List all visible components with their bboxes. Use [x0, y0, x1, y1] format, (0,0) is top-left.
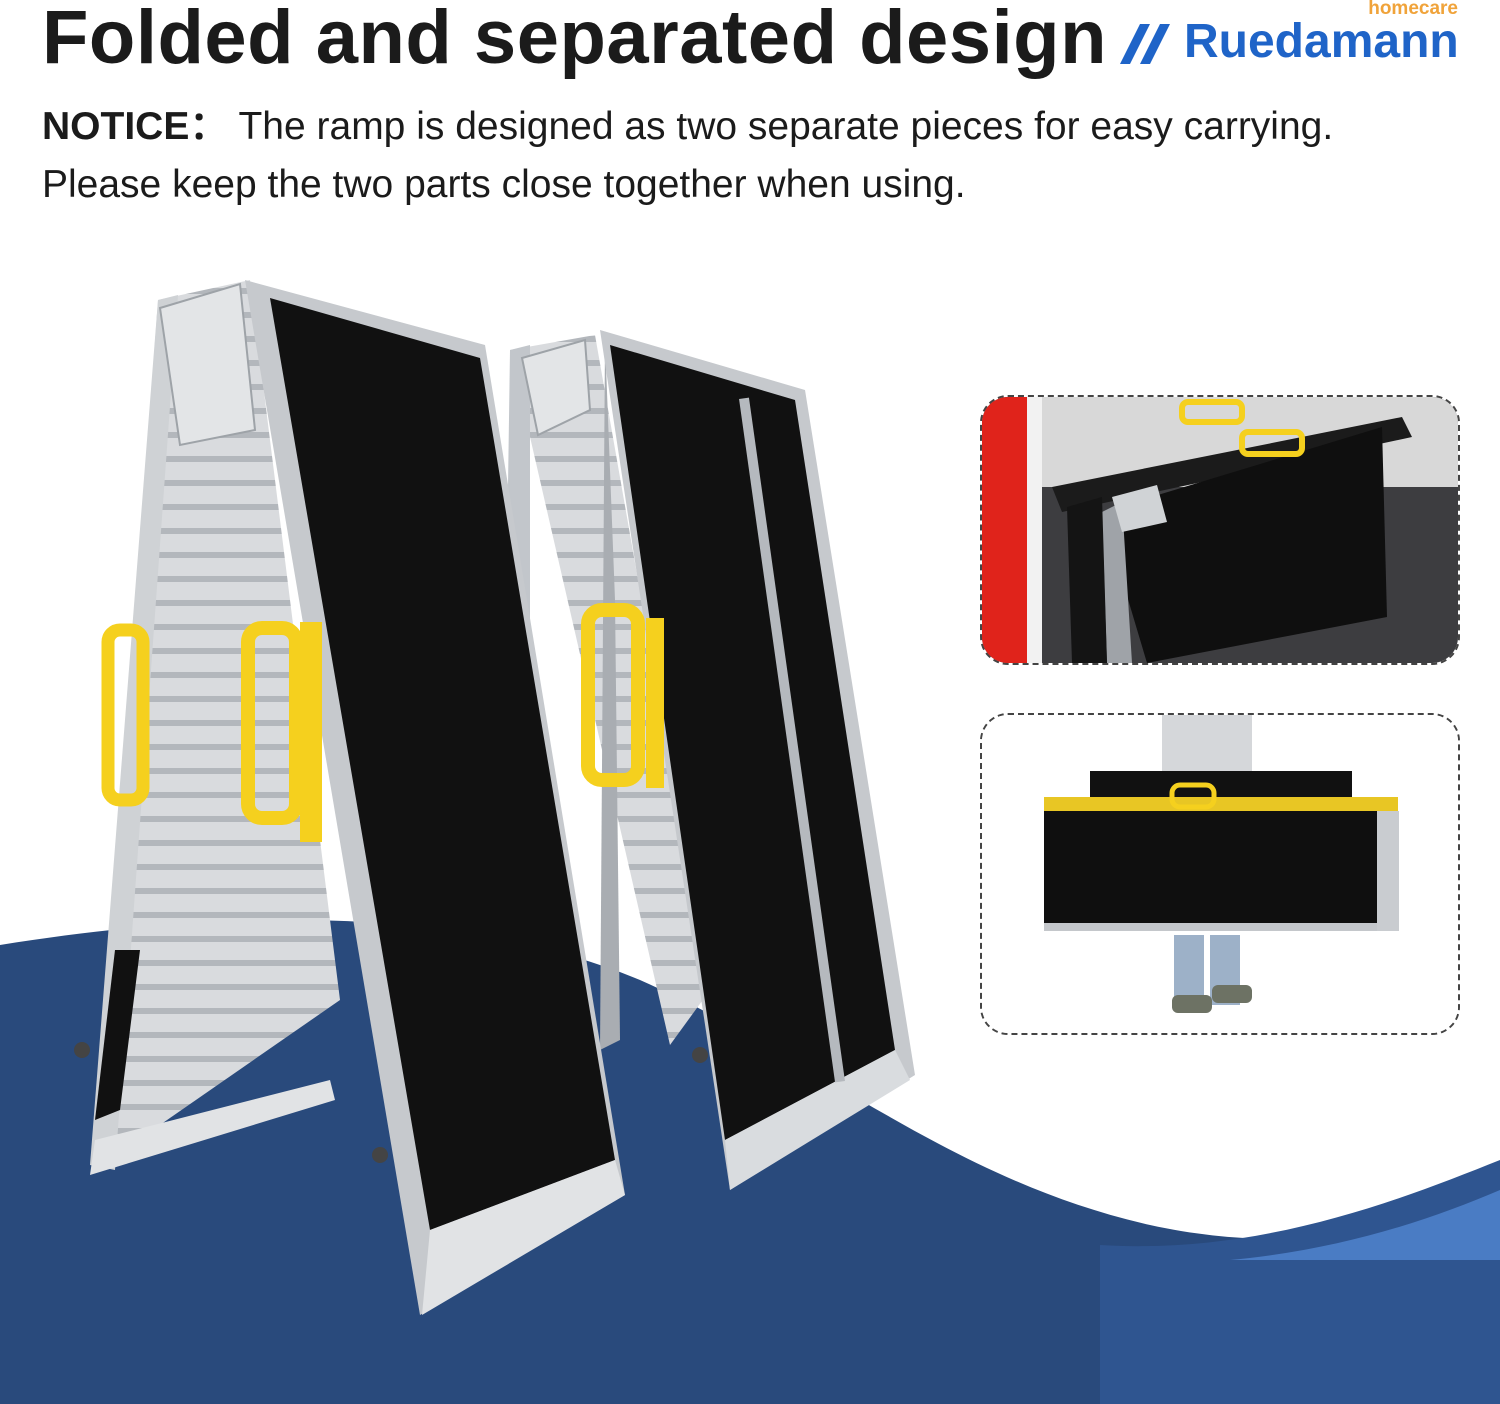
notice-line-1: NOTICE： The ramp is designed as two sepa… [42, 98, 1333, 156]
carrying-ramp-image [982, 715, 1458, 1033]
brand-logo: homecare Ruedamann [1118, 0, 1488, 80]
ramp-in-trunk-image [982, 397, 1458, 663]
folded-ramp-image [74, 280, 915, 1315]
brand-tagline: homecare [1368, 0, 1458, 19]
notice-body: The ramp is designed as two separate pie… [238, 105, 1334, 148]
brand-slashes-icon [1120, 24, 1170, 64]
inset-ramp-in-trunk [980, 395, 1460, 665]
ramp-piece-front [74, 280, 708, 1315]
inset-carrying-ramp [980, 713, 1460, 1035]
brand-name: Ruedamann [1184, 15, 1459, 68]
notice-text: NOTICE： The ramp is designed as two sepa… [42, 98, 1333, 214]
notice-label: NOTICE： [42, 105, 229, 148]
page-title: Folded and separated design [42, 0, 1108, 80]
notice-line-2: Please keep the two parts close together… [42, 163, 966, 206]
ramp-piece-rear [500, 330, 915, 1190]
